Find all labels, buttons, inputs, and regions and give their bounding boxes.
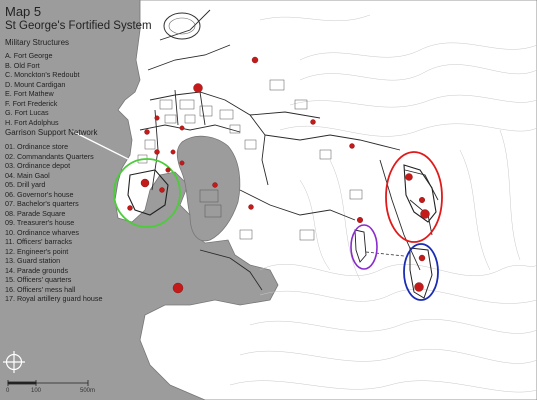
garrison-legend-item: 07. Bachelor's quarters: [5, 199, 79, 208]
fort-lucas-outline: [354, 229, 367, 263]
military-heading: Military Structures: [5, 38, 70, 47]
scale-bar: [7, 380, 89, 386]
building-blocks: [137, 79, 363, 241]
site-marker[interactable]: [248, 204, 254, 210]
site-marker[interactable]: [212, 182, 218, 188]
military-legend-item: G. Fort Lucas: [5, 108, 49, 117]
garrison-legend-item: 05. Drill yard: [5, 180, 46, 189]
garrison-legend-item: 08. Parade Square: [5, 208, 66, 218]
highlight-fort-adolphus: [403, 243, 439, 301]
site-marker[interactable]: [144, 129, 150, 135]
site-marker[interactable]: [154, 149, 160, 155]
fort-frederick-outline: [403, 164, 437, 223]
garrison-legend-item: 16. Officers' mess hall: [5, 284, 76, 294]
site-marker[interactable]: [418, 254, 426, 262]
garrison-legend-item: 13. Guard station: [5, 256, 61, 265]
site-marker[interactable]: [165, 167, 171, 173]
site-marker[interactable]: [140, 178, 150, 188]
scale-label-100: 100: [31, 388, 42, 394]
highlight-fort-george: [113, 158, 181, 228]
contour-lines: [229, 14, 537, 393]
military-legend-item: F. Fort Frederick: [5, 98, 58, 108]
garrison-legend-item: 06. Governor's house: [5, 189, 74, 199]
compass-icon: [3, 351, 25, 373]
garrison-legend-item: 09. Treasurer's house: [5, 218, 75, 227]
military-legend-item: H. Fort Adolphus: [5, 117, 59, 127]
fort-adolphus-outline: [409, 247, 433, 299]
garrison-legend-item: 10. Ordinance wharves: [5, 227, 79, 237]
scale-label-500m: 500m: [80, 388, 96, 394]
garrison-legend-item: 03. Ordinance depot: [5, 161, 71, 170]
garrison-legend-item: 01. Ordinance store: [5, 142, 69, 151]
garrison-heading: Garrison Support Network: [5, 128, 98, 137]
harbour: [176, 135, 241, 242]
site-marker[interactable]: [357, 216, 364, 223]
highlight-fort-frederick: [385, 151, 443, 243]
garrison-legend-item: 02. Commandants Quarters: [5, 151, 94, 161]
fort-george-outline: [127, 169, 169, 216]
oval-ground: [163, 12, 201, 40]
site-marker[interactable]: [419, 196, 426, 203]
site-marker[interactable]: [405, 173, 413, 181]
military-legend-item: D. Mount Cardigan: [5, 79, 66, 89]
highlight-fort-lucas: [350, 224, 378, 270]
site-marker[interactable]: [179, 160, 185, 166]
legend-pointer-line: [71, 130, 141, 166]
garrison-legend-item: 17. Royal artillery guard house: [5, 294, 103, 303]
site-marker[interactable]: [310, 119, 316, 125]
site-marker[interactable]: [414, 282, 424, 292]
site-marker[interactable]: [154, 115, 160, 121]
garrison-legend-item: 14. Parade grounds: [5, 265, 69, 275]
land-area: [114, 0, 537, 400]
site-marker[interactable]: [170, 149, 176, 155]
site-marker[interactable]: [251, 56, 259, 64]
garrison-legend-item: 04. Main Gaol: [5, 170, 50, 180]
site-marker[interactable]: [349, 143, 355, 149]
site-marker[interactable]: [159, 187, 165, 193]
military-legend-item: C. Monckton's Redoubt: [5, 70, 80, 79]
garrison-legend-item: 12. Engineer's point: [5, 246, 69, 256]
site-marker[interactable]: [179, 125, 185, 131]
site-marker[interactable]: [127, 205, 133, 211]
scale-label-0: 0: [6, 388, 10, 394]
map-subtitle: St George's Fortified System: [5, 20, 152, 32]
site-marker[interactable]: [193, 83, 203, 93]
oval-ground-inner: [168, 17, 196, 35]
garrison-legend-item: 11. Officers' barracks: [5, 237, 73, 246]
map-title: Map 5: [5, 4, 42, 19]
military-legend-item: E. Fort Mathew: [5, 89, 54, 98]
military-legend-item: B. Old Fort: [5, 60, 40, 70]
military-legend-item: A. Fort George: [5, 51, 53, 60]
site-marker[interactable]: [172, 282, 184, 294]
garrison-legend-item: 15. Officers' quarters: [5, 275, 72, 284]
site-marker[interactable]: [420, 209, 430, 219]
ridge-connection-path: [365, 251, 405, 257]
site-markers: [127, 56, 430, 294]
